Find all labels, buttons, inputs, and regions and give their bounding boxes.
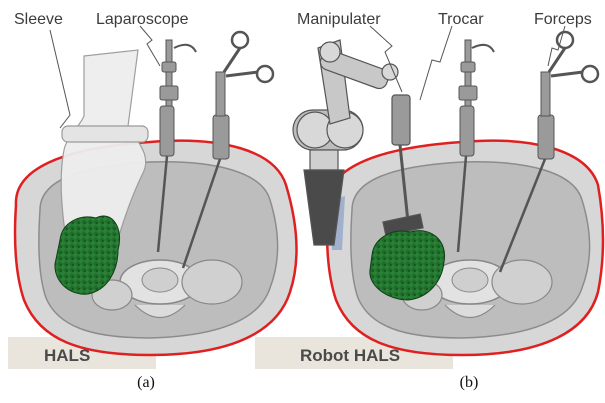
label-laparoscope: Laparoscope (96, 11, 189, 28)
panel-b: Robot HALS (255, 11, 603, 369)
label-sleeve: Sleeve (14, 11, 63, 28)
label-manipulater: Manipulater (297, 11, 381, 28)
robot-hals-label: Robot HALS (300, 346, 400, 365)
label-trocar: Trocar (438, 11, 484, 28)
caption-a: (a) (126, 374, 166, 392)
panel-a: HALS (8, 11, 296, 369)
caption-b: (b) (449, 374, 489, 392)
label-forceps: Forceps (534, 11, 592, 28)
abdomen-cross-section-a (15, 141, 296, 355)
